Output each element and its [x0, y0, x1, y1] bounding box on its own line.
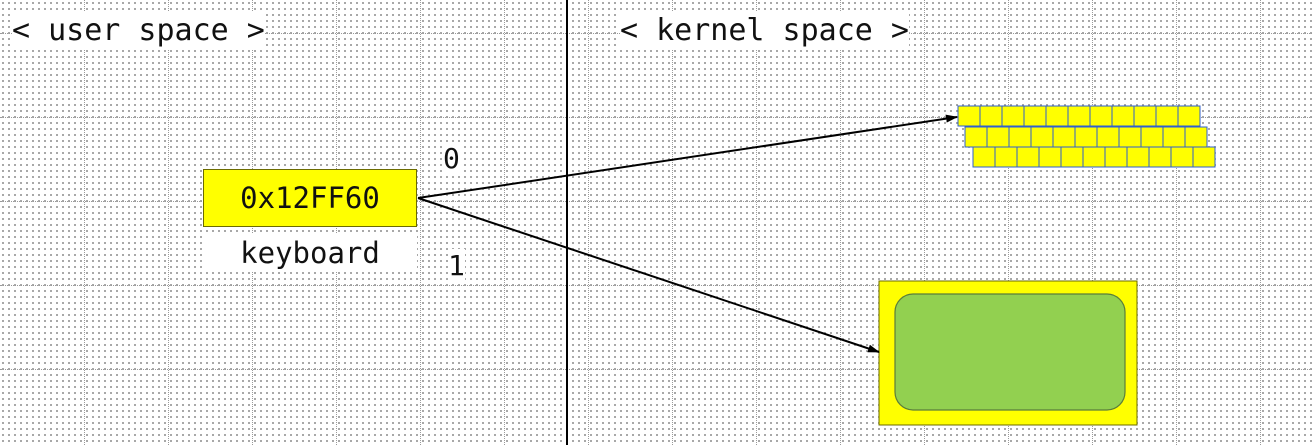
- queue-cell: [1008, 126, 1032, 148]
- queue-cell: [994, 146, 1018, 168]
- handle-value: 0x12FF60: [240, 181, 380, 215]
- queue-cell: [1148, 146, 1172, 168]
- queue-cell: [964, 126, 988, 148]
- queue-cell: [1082, 146, 1106, 168]
- kernel-object-1: [878, 280, 1138, 426]
- queue-cell: [972, 146, 996, 168]
- handle-caption: keyboard: [203, 234, 417, 272]
- queue-cell: [1177, 105, 1201, 127]
- queue-cell: [1162, 126, 1186, 148]
- queue-cell: [1030, 126, 1054, 148]
- queue-cell: [1045, 105, 1069, 127]
- queue-cell: [1170, 146, 1194, 168]
- queue-cell: [1192, 146, 1216, 168]
- queue-cell: [957, 105, 981, 127]
- index-label-1: 1: [448, 249, 465, 283]
- queue-cell: [986, 126, 1010, 148]
- arrow-to-object-0: [417, 114, 958, 199]
- queue-cell: [1096, 126, 1120, 148]
- queue-cell: [1023, 105, 1047, 127]
- queue-cell: [1118, 126, 1142, 148]
- queue-cell: [1126, 146, 1150, 168]
- message-queue-object: [957, 105, 1216, 168]
- object-inner-body: [894, 293, 1126, 411]
- queue-cell: [1001, 105, 1025, 127]
- queue-cell: [1155, 105, 1179, 127]
- queue-cell: [1038, 146, 1062, 168]
- queue-cell: [1133, 105, 1157, 127]
- handle-box: 0x12FF60: [203, 169, 417, 227]
- queue-cell: [1104, 146, 1128, 168]
- queue-cell: [1016, 146, 1040, 168]
- user-space-label: < user space >: [12, 12, 265, 50]
- queue-cell: [1052, 126, 1076, 148]
- queue-cell: [1184, 126, 1208, 148]
- queue-cell: [1140, 126, 1164, 148]
- queue-cell: [1111, 105, 1135, 127]
- queue-cell: [1067, 105, 1091, 127]
- user-kernel-divider: [566, 0, 568, 445]
- queue-cell: [1074, 126, 1098, 148]
- index-label-0: 0: [443, 142, 460, 176]
- queue-cell: [979, 105, 1003, 127]
- queue-cell: [1089, 105, 1113, 127]
- queue-cell: [1060, 146, 1084, 168]
- arrow-to-object-1: [417, 197, 880, 353]
- kernel-space-label: < kernel space >: [620, 12, 909, 50]
